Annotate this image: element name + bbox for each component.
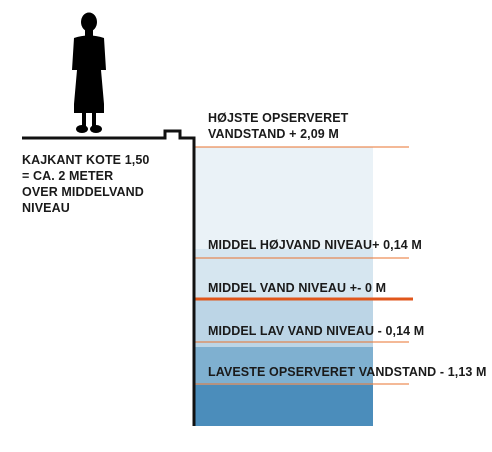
level-label-lowest-observed: LAVESTE OPSERVERET VANDSTAND - 1,13 M — [208, 365, 487, 379]
quay-wall — [22, 129, 196, 426]
water-band-deep — [194, 385, 373, 426]
level-label-mean-high-water: MIDDEL HØJVAND NIVEAU+ 0,14 M — [208, 238, 422, 252]
water-band-top — [194, 147, 373, 249]
water-band-low — [194, 347, 373, 385]
quay-height-label: KAJKANT KOTE 1,50 = CA. 2 METER OVER MID… — [22, 153, 150, 215]
water-band-upper — [194, 249, 373, 299]
level-label-highest-observed: HØJSTE OPSERVERET VANDSTAND + 2,09 M — [208, 111, 349, 141]
level-label-mean-water: MIDDEL VAND NIVEAU +- 0 M — [208, 281, 387, 295]
level-label-mean-low-water: MIDDEL LAV VAND NIVEAU - 0,14 M — [208, 324, 425, 338]
person-icon — [72, 12, 106, 133]
water-band-mid — [194, 299, 373, 347]
